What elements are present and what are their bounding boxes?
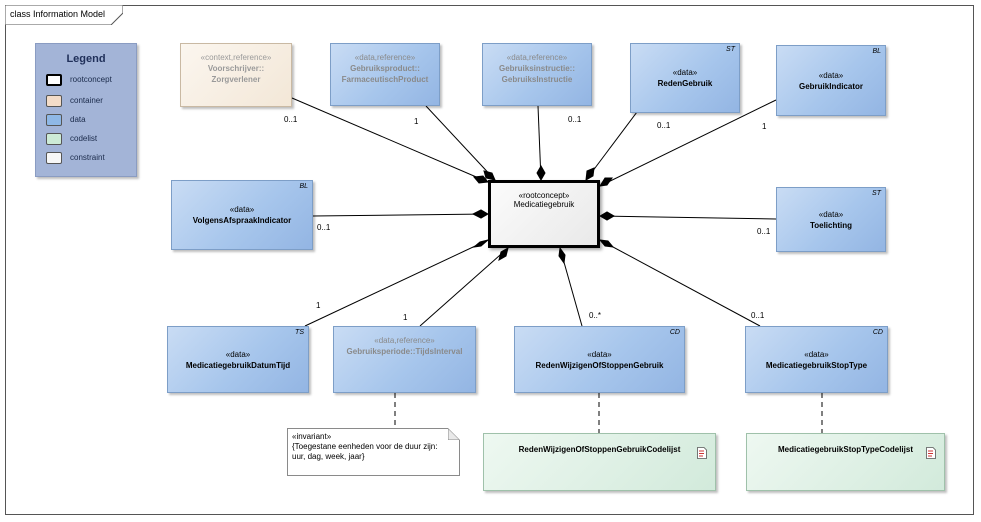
rootconcept-medicatiegebruik[interactable]: «rootconcept» Medicatiegebruik: [488, 180, 600, 248]
note-fold-icon: [448, 428, 460, 440]
composition-diamond-icon: [536, 164, 546, 182]
mult-gebruiksproduct: 1: [414, 117, 419, 126]
codelist-document-icon: [697, 447, 707, 459]
codelist-redenwijzigen[interactable]: RedenWijzigenOfStoppenGebruikCodelijst: [483, 433, 716, 491]
composition-diamond-icon: [473, 175, 489, 184]
assoc-toelichting[interactable]: [599, 215, 777, 220]
class-toelichting[interactable]: ST «data» Toelichting: [776, 187, 886, 252]
note-stereotype: «invariant»: [292, 432, 332, 441]
class-gebruikindicator[interactable]: BL «data» GebruikIndicator: [776, 45, 886, 116]
assoc-gebruikindicator[interactable]: [599, 99, 777, 187]
legend-swatch: [46, 152, 62, 164]
class-datumtijd[interactable]: TS «data» MedicatiegebruikDatumTijd: [167, 326, 309, 393]
composition-diamond-icon: [471, 209, 490, 219]
mult-gebruiksinstructie: 0..1: [568, 115, 582, 124]
legend-title: Legend: [66, 53, 106, 65]
class-gebruiksinstructie[interactable]: «data,reference» Gebruiksinstructie:: Ge…: [482, 43, 592, 106]
diagram-frame-title: class Information Model: [5, 5, 123, 25]
mult-datumtijd: 1: [316, 301, 321, 310]
composition-diamond-icon: [472, 239, 489, 248]
note-line-1: {Toegestane eenheden voor de duur zijn:: [292, 442, 438, 451]
legend-swatch: [46, 74, 62, 86]
class-redengebruik[interactable]: ST «data» RedenGebruik: [630, 43, 740, 113]
composition-diamond-icon: [598, 211, 616, 221]
assoc-redengebruik[interactable]: [585, 111, 638, 181]
assoc-volgensafspraak[interactable]: [312, 213, 489, 217]
composition-diamond-icon: [598, 239, 615, 248]
composition-diamond-icon: [498, 246, 509, 262]
legend-swatch: [46, 133, 62, 145]
assoc-stoptype[interactable]: [599, 239, 761, 327]
frame-title-tab-icon: [5, 5, 123, 25]
diagram-title: class Information Model: [10, 9, 106, 19]
mult-voorschrijver: 0..1: [284, 115, 298, 124]
composition-diamond-icon: [585, 167, 595, 181]
composition-diamond-icon: [599, 177, 613, 187]
class-stoptype[interactable]: CD «data» MedicatiegebruikStopType: [745, 326, 888, 393]
legend-swatch: [46, 95, 62, 107]
class-voorschrijver[interactable]: «context,reference» Voorschrijver:: Zorg…: [180, 43, 292, 107]
composition-diamond-icon: [558, 246, 566, 265]
diagram-frame: [5, 5, 974, 515]
assoc-gebruiksproduct[interactable]: [425, 105, 496, 181]
class-gebruiksperiode[interactable]: «data,reference» Gebruiksperiode::TijdsI…: [333, 326, 476, 393]
class-volgensafspraak[interactable]: BL «data» VolgensAfspraakIndicator: [171, 180, 313, 250]
invariant-note[interactable]: «invariant» {Toegestane eenheden voor de…: [287, 428, 460, 476]
codelist-document-icon: [926, 447, 936, 459]
assoc-datumtijd[interactable]: [304, 239, 489, 327]
codelist-stoptype[interactable]: MedicatiegebruikStopTypeCodelijst: [746, 433, 945, 491]
mult-volgensafspraak: 0..1: [317, 223, 331, 232]
composition-diamond-icon: [483, 170, 496, 181]
mult-toelichting: 0..1: [757, 227, 771, 236]
assoc-gebruiksperiode[interactable]: [419, 247, 509, 327]
mult-stoptype: 0..1: [751, 311, 765, 320]
mult-redengebruik: 0..1: [657, 121, 671, 130]
mult-gebruiksperiode: 1: [403, 313, 408, 322]
legend-swatch: [46, 114, 62, 126]
mult-gebruikindicator: 1: [762, 122, 767, 131]
class-redenwijzigen[interactable]: CD «data» RedenWijzigenOfStoppenGebruik: [514, 326, 685, 393]
note-line-2: uur, dag, week, jaar}: [292, 452, 365, 461]
assoc-voorschrijver[interactable]: [291, 97, 489, 183]
mult-redenwijzigen: 0..*: [589, 311, 602, 320]
class-gebruiksproduct[interactable]: «data,reference» Gebruiksproduct:: Farma…: [330, 43, 440, 106]
legend: Legend rootconcept container data codeli…: [35, 43, 137, 177]
